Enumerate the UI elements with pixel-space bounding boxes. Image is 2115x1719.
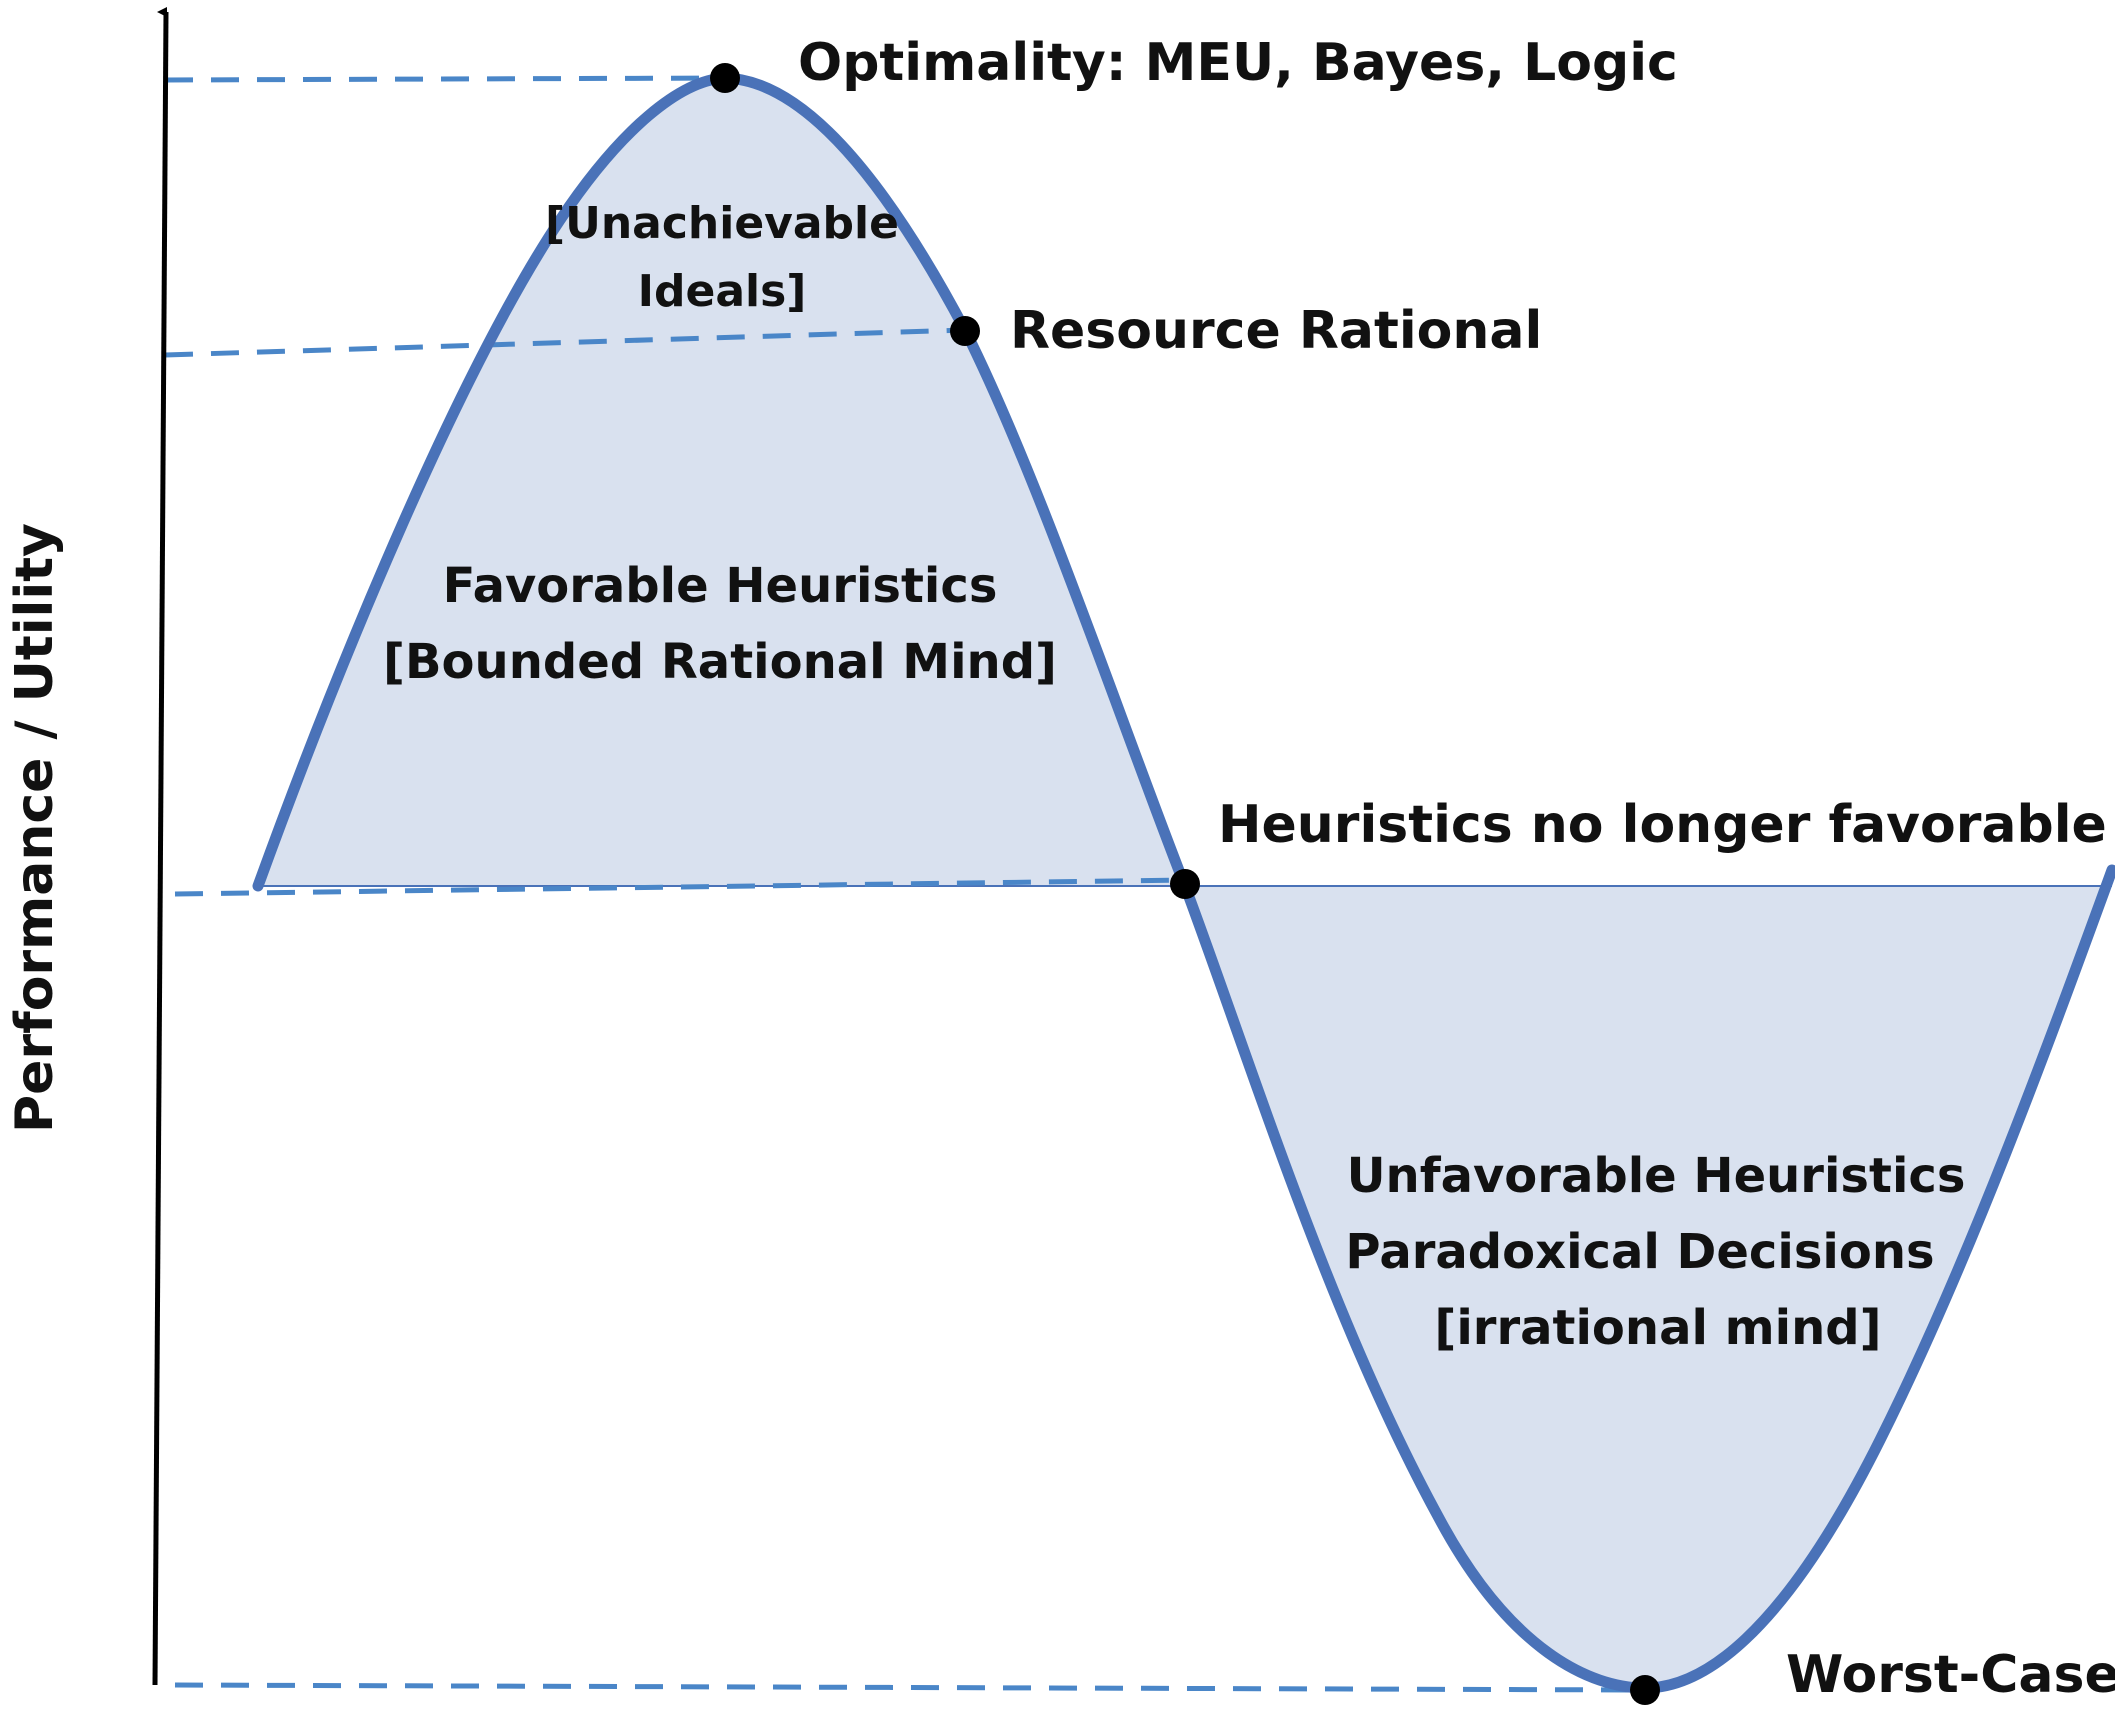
- worst-case-dashed-line: [174, 1682, 1646, 1693]
- worst-case-point: [1630, 1675, 1660, 1705]
- y-axis: [152, 7, 169, 1686]
- optimality-point: [710, 63, 740, 93]
- unfavorable-label-line-1: Unfavorable Heuristics: [1347, 1148, 1966, 1204]
- y-axis-label: Performance / Utility: [5, 523, 65, 1133]
- favorable-label-line-2: [Bounded Rational Mind]: [383, 634, 1057, 690]
- optimality-label: Optimality: MEU, Bayes, Logic: [798, 33, 1678, 93]
- optimality-dashed-line: [164, 75, 726, 83]
- no-longer-favorable-dashed-line: [174, 877, 1186, 897]
- unfavorable-label-line-3: [irrational mind]: [1434, 1300, 1881, 1356]
- favorable-region-fill: [258, 78, 1185, 886]
- unachievable-label-line-2: Ideals]: [638, 266, 807, 317]
- favorable-label-line-1: Favorable Heuristics: [443, 558, 998, 614]
- resource-rational-label: Resource Rational: [1010, 301, 1542, 361]
- no-longer-favorable-label: Heuristics no longer favorable: [1218, 795, 2107, 855]
- resource-rational-point: [950, 316, 980, 346]
- unfavorable-region-fill: [1185, 870, 2112, 1688]
- resource-rational-dashed-line: [164, 327, 966, 358]
- no-longer-favorable-point: [1170, 869, 1200, 899]
- worst-case-label: Worst-Case: [1786, 1645, 2115, 1705]
- unfavorable-label-line-2: Paradoxical Decisions: [1345, 1224, 1934, 1280]
- unachievable-label-line-1: [Unachievable: [545, 198, 899, 249]
